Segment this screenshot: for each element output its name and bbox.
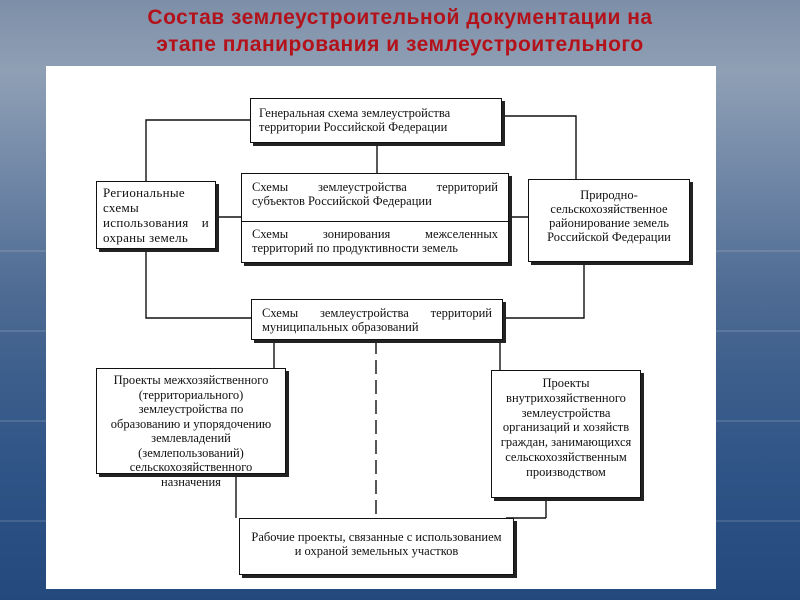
zoning-schemes-text: Схемы зонирования межселенных территорий… [252, 227, 498, 255]
regional-schemes-box: Региональные схемы использования и охран… [96, 181, 216, 249]
connector-line [145, 119, 250, 181]
natural-zoning-text: Природно-сельскохозяйственное районирова… [547, 188, 671, 244]
slide-title: Состав землеустроительной документации н… [0, 4, 800, 58]
inter-farm-projects-box: Проекты межхозяйственного (территориальн… [96, 368, 286, 489]
general-scheme-box: Генеральная схема землеустройства террит… [250, 98, 502, 143]
connector-line [145, 248, 251, 319]
intra-farm-projects-text: Проекты внутрихозяйственного землеустрой… [500, 376, 632, 479]
middle-schemes-block: Схемы землеустройства территорий субъект… [241, 173, 509, 263]
slide-title-line-2: этапе планирования и землеустроительного [156, 33, 644, 56]
slide-title-line-1: Состав землеустроительной документации н… [147, 6, 653, 29]
subject-schemes-box: Схемы землеустройства территорий субъект… [242, 174, 508, 222]
subject-schemes-text: Схемы землеустройства территорий субъект… [252, 180, 498, 208]
natural-zoning-box: Природно-сельскохозяйственное районирова… [528, 179, 690, 262]
municipal-schemes-text: Схемы землеустройства территорий муницип… [262, 306, 492, 334]
working-projects-text: Рабочие проекты, связанные с использован… [251, 530, 502, 558]
municipal-schemes-box: Схемы землеустройства территорий муницип… [251, 299, 503, 340]
zoning-schemes-box: Схемы зонирования межселенных территорий… [242, 222, 508, 260]
working-projects-box: Рабочие проекты, связанные с использован… [239, 518, 514, 575]
connector-line [502, 115, 577, 179]
inter-farm-projects-text: Проекты межхозяйственного (территориальн… [110, 373, 272, 489]
general-scheme-text: Генеральная схема землеустройства террит… [259, 106, 451, 134]
intra-farm-projects-box: Проекты внутрихозяйственного землеустрой… [491, 370, 641, 498]
diagram-panel: Генеральная схема землеустройства террит… [46, 66, 716, 589]
regional-schemes-text: Региональные схемы использования и охран… [103, 185, 209, 245]
connector-line [503, 262, 585, 319]
